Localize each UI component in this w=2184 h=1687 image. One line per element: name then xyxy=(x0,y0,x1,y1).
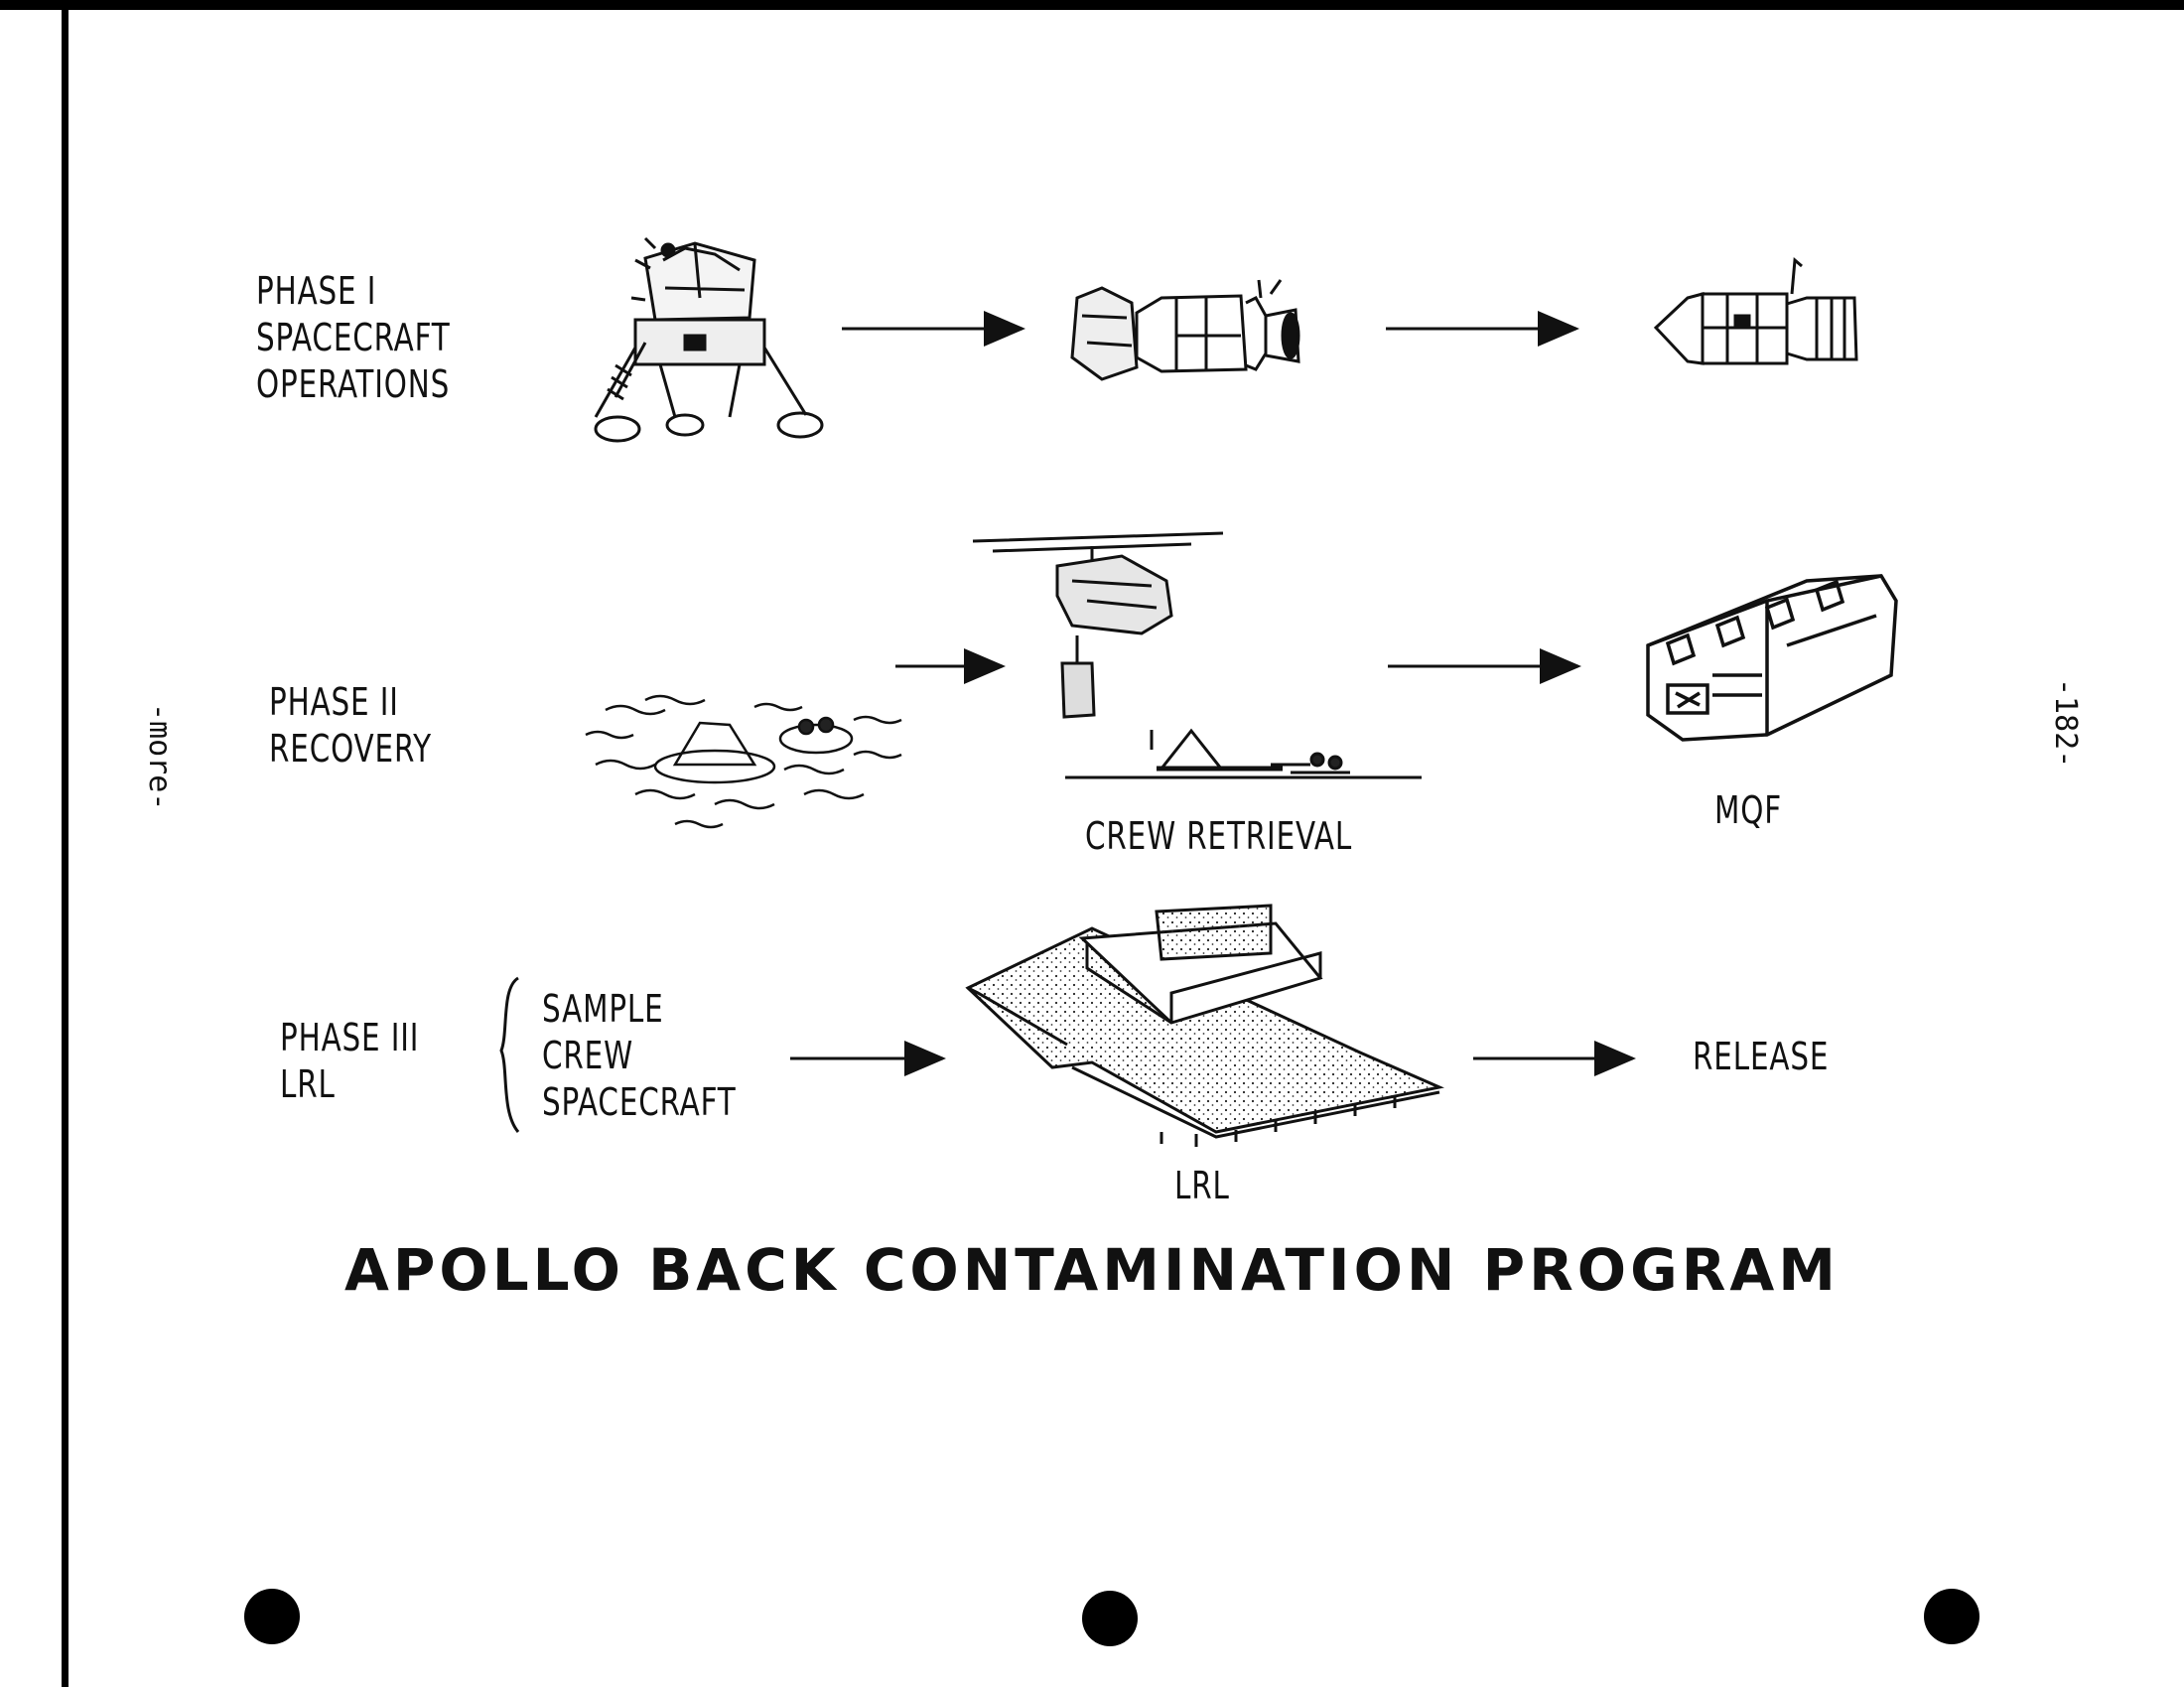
punch-hole-right xyxy=(1924,1589,1979,1644)
command-service-module-icon xyxy=(1653,256,1858,365)
phase-1-label: PHASE I SPACECRAFT OPERATIONS xyxy=(256,269,451,406)
punch-hole-left xyxy=(244,1589,300,1644)
helicopter-icon xyxy=(972,531,1224,719)
phase-3-label: PHASE III LRL xyxy=(280,1016,420,1106)
top-edge xyxy=(0,0,2184,10)
document-title: APOLLO BACK CONTAMINATION PROGRAM xyxy=(344,1236,1840,1304)
release-caption: RELEASE xyxy=(1693,1035,1830,1078)
lrl-caption: LRL xyxy=(1174,1164,1230,1207)
punch-hole-center xyxy=(1082,1591,1138,1646)
mobile-quarantine-facility-icon xyxy=(1646,574,1898,742)
recovery-ship-icon xyxy=(1065,728,1422,779)
phase-2-label: PHASE II RECOVERY xyxy=(269,680,432,771)
floating-capsule-icon xyxy=(585,694,902,829)
phase-3-brace xyxy=(499,976,520,1133)
lunar-module-icon xyxy=(594,236,824,443)
phase-3-items: SAMPLE CREW SPACECRAFT xyxy=(542,987,737,1124)
lunar-receiving-lab-icon xyxy=(965,904,1444,1147)
mqf-caption: MQF xyxy=(1714,788,1783,832)
csm-lm-docked-icon xyxy=(1070,279,1300,381)
left-edge xyxy=(62,0,68,1687)
flow-arrows xyxy=(790,311,1636,1076)
crew-retrieval-caption: CREW RETRIEVAL xyxy=(1085,814,1353,858)
